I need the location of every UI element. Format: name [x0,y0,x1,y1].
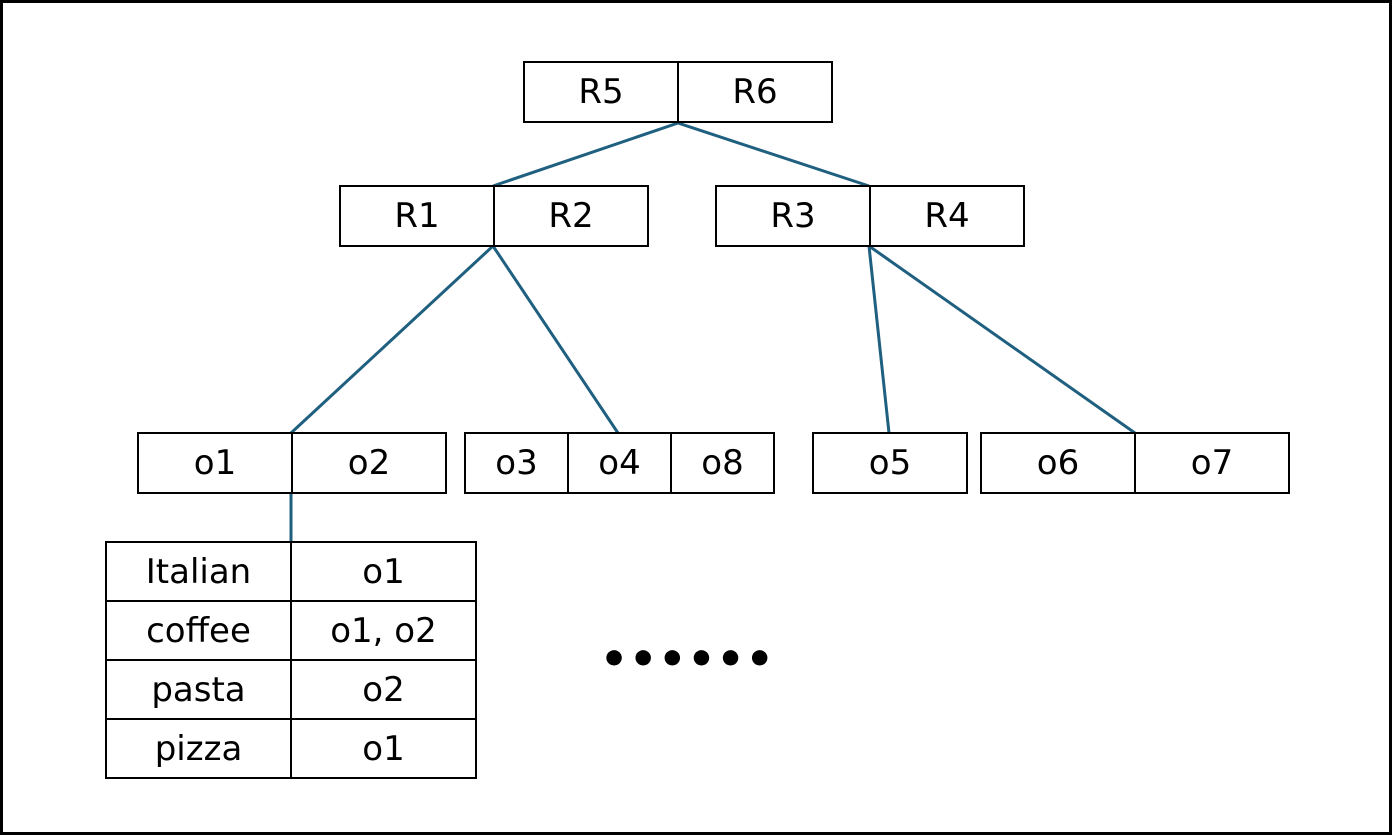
table-row: coffee o1, o2 [105,600,477,661]
tree-edges [289,121,1136,541]
entry-r6: R6 [732,72,778,112]
leaf-node-o3-o4-o8: o3 o4 o8 [464,432,775,494]
entry-r5: R5 [525,63,679,121]
entry-o7: o7 [1190,443,1234,483]
entry-o1: o1 [139,434,293,492]
entry-r1: R1 [341,187,495,245]
entry-o5: o5 [868,443,912,483]
leaf-node-o1-o2: o1 o2 [137,432,447,494]
edge-root-r3r4 [677,121,870,188]
edge-r1r2-leaf-b [491,245,620,434]
node-r3-r4: R3 R4 [715,185,1025,247]
objects-cell: o1 [290,541,477,602]
inverted-index-table: Italian o1 coffee o1, o2 pasta o2 pizza … [105,541,477,779]
entry-o6: o6 [982,434,1136,492]
table-row: Italian o1 [105,541,477,602]
leaf-node-o5: o5 [812,432,968,494]
table-row: pasta o2 [105,659,477,720]
entry-r2: R2 [548,196,594,236]
objects-cell: o2 [290,659,477,720]
keyword-cell: Italian [105,541,292,602]
edge-r3r4-leaf-c [867,245,891,434]
entry-o3: o3 [466,434,569,492]
root-node: R5 R6 [523,61,833,123]
entry-o2: o2 [347,443,391,483]
entry-r3: R3 [717,187,871,245]
keyword-cell: pizza [105,718,292,779]
entry-r4: R4 [924,196,970,236]
edge-root-r1r2 [492,121,679,188]
edge-r1r2-leaf-a [289,244,495,435]
leaf-node-o6-o7: o6 o7 [980,432,1290,494]
node-r1-r2: R1 R2 [339,185,649,247]
keyword-cell: pasta [105,659,292,720]
objects-cell: o1, o2 [290,600,477,661]
edge-r3r4-leaf-d [868,244,1136,435]
entry-o4: o4 [569,434,672,492]
ellipsis-dots: •••••• [600,634,775,685]
entry-o8: o8 [701,443,744,483]
table-row: pizza o1 [105,718,477,779]
objects-cell: o1 [290,718,477,779]
keyword-cell: coffee [105,600,292,661]
